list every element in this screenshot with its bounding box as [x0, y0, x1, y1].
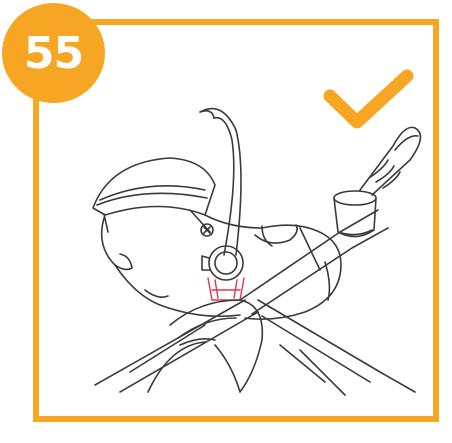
attachment-adapter-highlight [208, 278, 244, 300]
stroller-frame [95, 210, 415, 395]
step-number-badge: 55 [2, 3, 105, 103]
car-seat-handle [200, 109, 241, 255]
checkmark-icon [330, 76, 407, 122]
step-number: 55 [24, 28, 83, 79]
cup-holder [334, 191, 376, 237]
stroller-handlebar [360, 127, 420, 195]
